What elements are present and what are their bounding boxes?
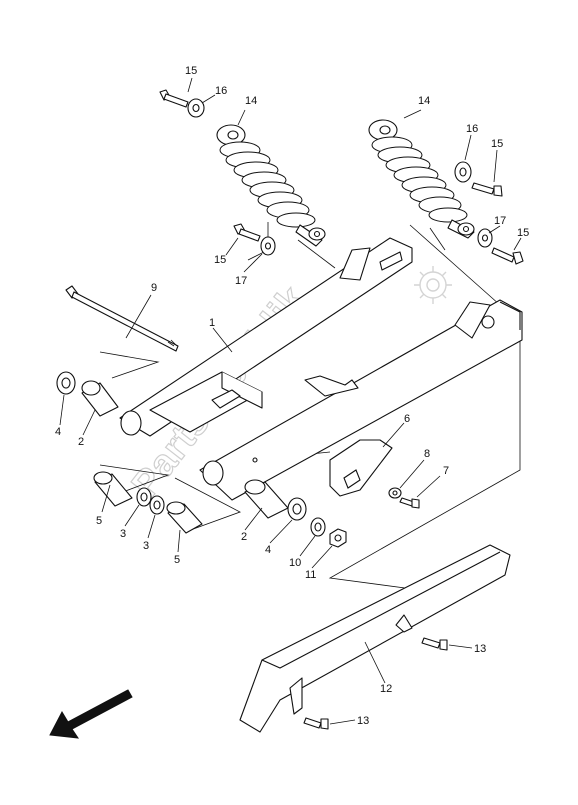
assembly-guide-lines <box>99 222 521 591</box>
callout-5: 5 <box>174 554 180 566</box>
callout-1: 1 <box>209 317 215 329</box>
lower-bolt-left <box>233 223 261 242</box>
right-washer-thin <box>310 517 326 537</box>
swingarm <box>119 237 523 501</box>
chain-puller <box>329 439 393 497</box>
left-bush <box>81 380 119 417</box>
callout-12: 12 <box>380 683 392 695</box>
leader-lines <box>59 77 522 725</box>
callout-11: 11 <box>305 569 316 581</box>
callout-3: 3 <box>143 540 149 552</box>
upper-washer-right <box>454 161 472 183</box>
left-washer <box>56 371 76 395</box>
front-direction-arrow-icon <box>49 689 133 739</box>
right-washer <box>287 497 307 521</box>
callout-17: 17 <box>235 275 247 287</box>
chain-case <box>239 544 511 733</box>
callout-7: 7 <box>443 465 449 477</box>
right-bush <box>244 479 289 519</box>
callout-4: 4 <box>265 544 271 556</box>
callout-13: 13 <box>474 643 486 655</box>
left-oil-seal-b <box>149 495 165 515</box>
callout-3: 3 <box>120 528 126 540</box>
pivot-nut <box>329 528 347 548</box>
upper-bolt-left <box>159 89 189 108</box>
upper-washer-left <box>187 98 205 118</box>
callout-15: 15 <box>517 227 529 239</box>
puller-washer <box>388 487 402 499</box>
left-collar-a <box>93 471 133 507</box>
callout-4: 4 <box>55 426 61 438</box>
callout-16: 16 <box>466 123 478 135</box>
right-shock-spring <box>371 136 468 223</box>
puller-bolt <box>399 497 420 509</box>
callout-16: 16 <box>215 85 227 97</box>
callout-8: 8 <box>424 448 430 460</box>
callout-2: 2 <box>78 436 84 448</box>
left-oil-seal-a <box>136 487 152 507</box>
left-shock-spring <box>219 141 316 228</box>
callout-14: 14 <box>418 95 430 107</box>
callout-15: 15 <box>214 254 226 266</box>
callout-14: 14 <box>245 95 257 107</box>
callout-9: 9 <box>151 282 157 294</box>
callout-6: 6 <box>404 413 410 425</box>
upper-bolt-right <box>471 182 503 197</box>
chain-case-bolt-lower <box>303 717 329 730</box>
chain-case-bolt-upper <box>421 637 448 651</box>
lower-washer-left <box>260 236 276 256</box>
callout-13: 13 <box>357 715 369 727</box>
callout-5: 5 <box>96 515 102 527</box>
lower-washer-right <box>477 228 493 248</box>
left-shock-absorber <box>216 124 326 247</box>
callout-17: 17 <box>494 215 506 227</box>
lower-bolt-right <box>491 247 524 265</box>
left-collar-b <box>166 501 203 534</box>
callout-2: 2 <box>241 531 247 543</box>
pivot-shaft <box>65 285 179 352</box>
callout-10: 10 <box>289 557 301 569</box>
callout-15: 15 <box>491 138 503 150</box>
gear-icon <box>414 266 452 304</box>
callout-labels: 15 16 14 14 16 15 17 15 15 17 9 1 4 2 6 … <box>55 65 529 727</box>
right-shock-absorber <box>368 119 475 239</box>
callout-15: 15 <box>185 65 197 77</box>
